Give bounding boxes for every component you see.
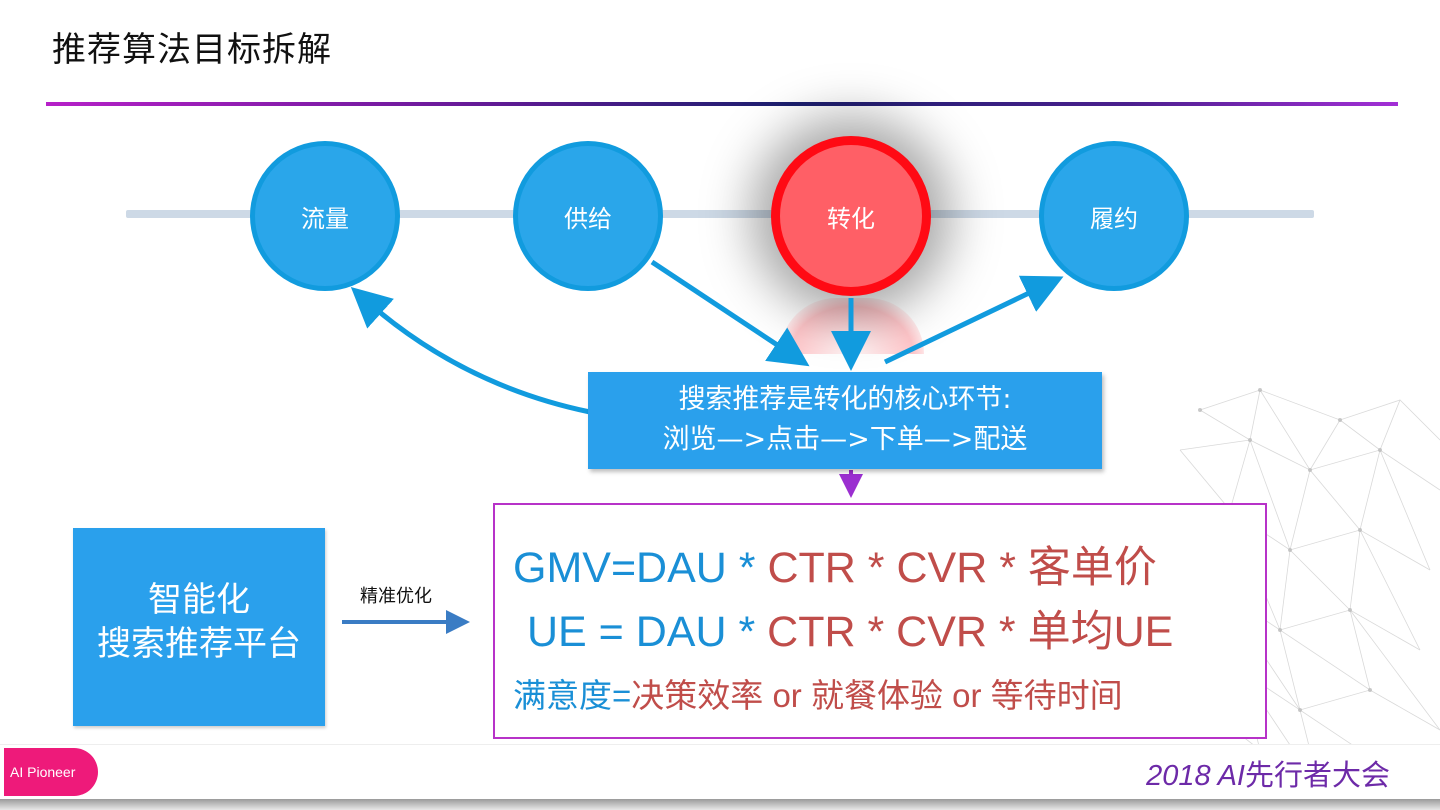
stage-label: 供给	[564, 204, 612, 233]
formula-ue-prefix: UE = DAU *	[527, 608, 768, 656]
conference-year: 2018	[1146, 760, 1218, 792]
hub-line-2: 浏览—>点击—>下单—>配送	[662, 424, 1028, 455]
footer-shadow	[0, 799, 1440, 810]
platform-line-2: 搜索推荐平台	[97, 624, 301, 664]
hub-to-fulfillment-arrow	[883, 275, 1064, 365]
conversion-core-box: 搜索推荐是转化的核心环节: 浏览—>点击—>下单—>配送	[588, 372, 1102, 469]
stage-label: 转化	[827, 204, 875, 233]
connector-label: 精准优化	[360, 586, 432, 607]
conference-name: 2018 AI先行者大会	[1146, 752, 1390, 794]
title-divider	[46, 102, 1398, 106]
formula-ue: UE = DAU * CTR * CVR * 单均UE	[527, 597, 1173, 659]
formula-box: GMV=DAU * CTR * CVR * 客单价 UE = DAU * CTR…	[493, 503, 1267, 739]
supply-to-hub-arrow	[650, 259, 810, 367]
formula-satisfaction-prefix: 满意度=	[513, 677, 632, 714]
stage-timeline	[126, 210, 1314, 218]
formula-gmv: GMV=DAU * CTR * CVR * 客单价	[513, 533, 1157, 595]
formula-ue-suffix: CTR * CVR * 单均UE	[767, 608, 1174, 656]
hub-to-traffic-arrow	[350, 286, 591, 415]
stage-label: 履约	[1090, 204, 1138, 233]
stage-traffic: 流量	[250, 141, 400, 291]
formula-satisfaction: 满意度=决策效率 or 就餐体验 or 等待时间	[513, 669, 1123, 717]
footer-bar	[0, 744, 1440, 801]
hub-line-1: 搜索推荐是转化的核心环节:	[678, 384, 1012, 415]
stage-fulfillment: 履约	[1039, 141, 1189, 291]
ai-pioneer-badge: AI Pioneer	[0, 748, 98, 796]
conference-title: 先行者大会	[1244, 760, 1390, 792]
stage-conversion: 转化	[771, 136, 931, 296]
stage-supply: 供给	[513, 141, 663, 291]
stage-label: 流量	[301, 204, 349, 233]
platform-box: 智能化 搜索推荐平台	[73, 528, 325, 726]
conference-ai: AI	[1217, 760, 1245, 792]
formula-gmv-prefix: GMV=DAU *	[513, 544, 768, 592]
formula-satisfaction-suffix: 决策效率 or 就餐体验 or 等待时间	[631, 677, 1123, 714]
formula-gmv-suffix: CTR * CVR * 客单价	[767, 544, 1157, 592]
slide-title: 推荐算法目标拆解	[52, 30, 332, 70]
badge-stripe	[0, 748, 4, 796]
platform-line-1: 智能化	[148, 580, 250, 620]
